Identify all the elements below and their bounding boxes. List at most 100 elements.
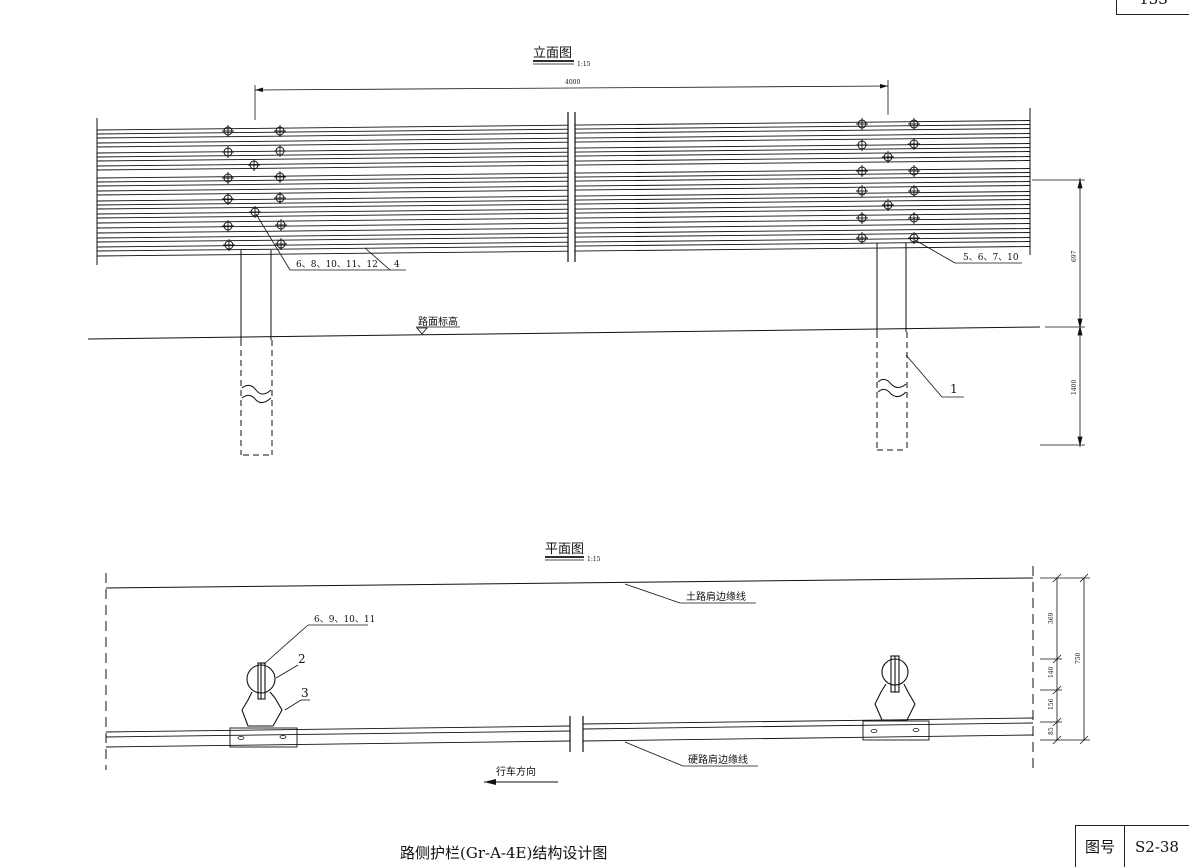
post-right [876, 243, 908, 451]
callout-right [914, 239, 1022, 264]
dim-1400-text: 1400 [1071, 380, 1078, 395]
dim-156-text: 156 [1048, 698, 1055, 710]
elevation-scale: 1:15 [577, 61, 591, 68]
rail-line [574, 120, 1031, 126]
rail-line [96, 212, 569, 219]
rail-line [96, 141, 569, 148]
rail-line [96, 236, 569, 243]
beam-splice [567, 112, 576, 262]
rail-line [96, 241, 569, 248]
hard-edge-label: 硬路肩边缘线 [688, 753, 748, 766]
rail-line [574, 218, 1031, 224]
rail-line [96, 199, 569, 206]
rail-line [574, 133, 1031, 139]
rail-line [96, 155, 569, 162]
callout-post [905, 354, 964, 398]
rail-line [574, 176, 1031, 182]
plan-view: 平面图 1:15 土路肩边缘线 [105, 542, 1090, 785]
rail-line [574, 185, 1031, 191]
callout-post-text: 1 [950, 382, 958, 396]
span-dim-text: 4000 [565, 79, 580, 86]
rail-line [96, 217, 569, 224]
rail-line [574, 168, 1031, 174]
figure-number-box: 图号 S2-38 [1075, 825, 1189, 867]
rail-line [574, 143, 1031, 149]
span-dimension: 4000 [254, 79, 889, 120]
soil-edge-label: 土路肩边缘线 [686, 590, 746, 603]
height-dimensions [1032, 178, 1085, 447]
rail-line [574, 172, 1031, 178]
dim-750-text: 750 [1075, 652, 1082, 664]
rail-line [574, 156, 1031, 162]
post-left [240, 250, 273, 456]
callout-left-text: 6、8、10、11、12 [296, 260, 378, 270]
rail-line [574, 147, 1031, 153]
rail-line [574, 213, 1031, 219]
callout-right-text: 5、6、7、10 [963, 253, 1019, 263]
rail-line [96, 232, 569, 239]
plan-beam [105, 716, 1034, 752]
dim-85-text: 85 [1048, 727, 1055, 735]
rail-line [574, 228, 1031, 234]
rail-line [96, 164, 569, 171]
rail-line [574, 137, 1031, 143]
rail-line [96, 203, 569, 210]
rail-line [96, 132, 569, 139]
rail-line [574, 199, 1031, 205]
rail-line [574, 160, 1031, 166]
page-number: 133 [1116, 0, 1189, 15]
rail-line [574, 124, 1031, 130]
figure-no: S2-38 [1135, 837, 1179, 856]
dim-697-text: 697 [1071, 250, 1078, 262]
rail-line [574, 246, 1031, 252]
rail-line [96, 128, 569, 135]
rail-line [96, 245, 569, 252]
rail-line [96, 147, 569, 154]
rail-line [96, 227, 569, 234]
road-level-label: 路面标高 [418, 315, 458, 328]
rail-line [96, 208, 569, 215]
plan-post-right [874, 655, 916, 721]
rail-line [96, 160, 569, 167]
plan-dimensions [1040, 573, 1090, 745]
rail-line [96, 189, 569, 196]
bolts-left-post [221, 124, 288, 252]
rail-line [96, 250, 569, 257]
rail-line [574, 208, 1031, 214]
rail-line [574, 223, 1031, 229]
callout-2-text: 2 [298, 652, 306, 666]
figure-no-label: 图号 [1076, 826, 1125, 867]
rail-line [574, 237, 1031, 243]
rail-line [574, 181, 1031, 187]
callout-left [255, 213, 406, 271]
rail-line [96, 137, 569, 144]
elevation-view: 立面图 1:15 4000 [87, 46, 1085, 456]
beam-rails [96, 120, 1031, 257]
plan-scale: 1:15 [587, 556, 601, 563]
dim-369-text: 369 [1048, 612, 1055, 624]
rail-line [96, 124, 569, 131]
rail-line [574, 232, 1031, 238]
road-level-marker: 路面标高 [416, 315, 460, 335]
rail-line [96, 176, 569, 183]
plan-title: 平面图 [545, 542, 584, 557]
rail-line [96, 172, 569, 179]
rail-line [96, 151, 569, 158]
rail-line [574, 195, 1031, 201]
rail-line [574, 191, 1031, 197]
callout-left-b-text: 4 [394, 260, 400, 270]
rail-line [574, 241, 1031, 247]
callout-3-text: 3 [301, 686, 309, 700]
direction-arrow-icon [484, 779, 496, 785]
elevation-title: 立面图 [533, 46, 572, 61]
rail-line [96, 195, 569, 202]
rail-line [96, 185, 569, 192]
callout-bolts-text: 6、9、10、11 [314, 615, 375, 625]
plan-post-left [241, 662, 283, 727]
rail-line [574, 151, 1031, 157]
rail-line [574, 128, 1031, 134]
rail-line [574, 204, 1031, 210]
rail-line [96, 222, 569, 229]
dim-140-text: 140 [1048, 666, 1055, 678]
